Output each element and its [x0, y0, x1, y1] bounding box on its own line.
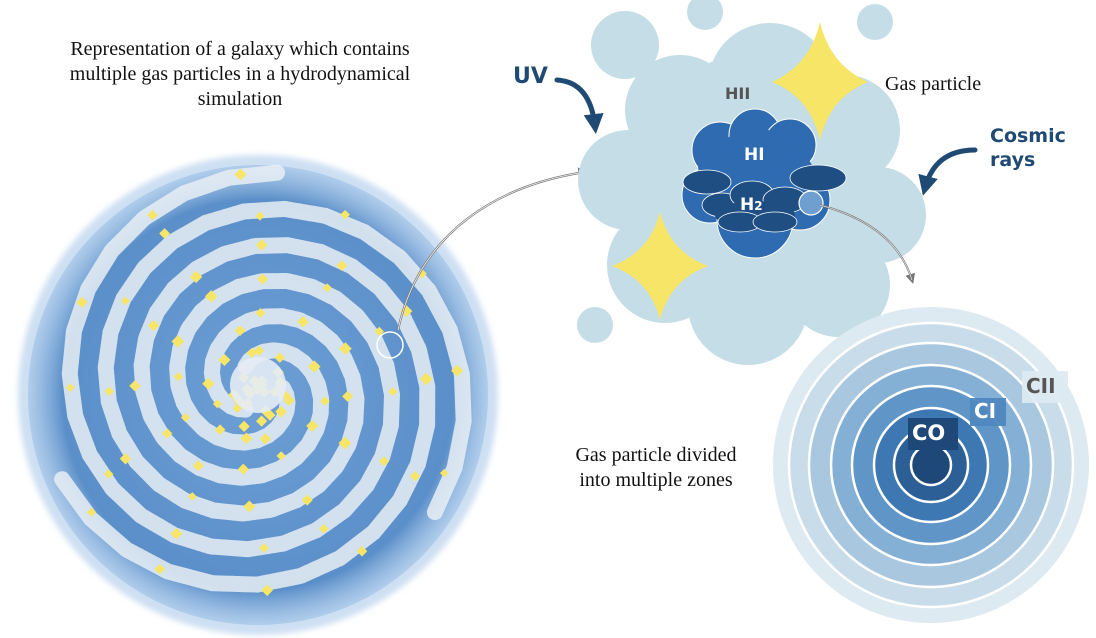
galaxy-star — [410, 471, 421, 482]
cosmic-rays-line1: Cosmic — [990, 125, 1066, 147]
galaxy — [18, 155, 498, 635]
zones-caption-line2: into multiple zones — [579, 469, 733, 491]
galaxy-star — [253, 345, 265, 356]
zone-detail-marker — [798, 190, 824, 216]
cosmic-rays-arrow — [918, 147, 978, 196]
galaxy-star — [257, 273, 269, 285]
galaxy-star — [180, 412, 191, 423]
galaxy-star — [374, 326, 385, 337]
galaxy-core-star — [255, 415, 268, 427]
galaxy-star — [255, 239, 268, 251]
h2-label-main: H — [740, 195, 755, 215]
galaxy-star — [234, 168, 247, 181]
galaxy-star — [202, 377, 215, 390]
galaxy-star — [261, 584, 273, 597]
galaxy-star — [356, 545, 368, 557]
galaxy-core-star — [275, 405, 287, 418]
cii-label: CII — [1026, 374, 1056, 398]
galaxy-star — [204, 290, 218, 303]
galaxy-star — [338, 436, 352, 450]
galaxy-star — [255, 307, 266, 318]
galaxy-star — [255, 211, 265, 221]
galaxy-star — [301, 494, 313, 506]
galaxy-core — [230, 357, 286, 413]
h2-cloud — [682, 164, 847, 233]
zones-caption-line1: Gas particle divided — [575, 444, 737, 466]
galaxy-star — [173, 371, 183, 382]
galaxy-star — [439, 468, 449, 478]
galaxy-star — [218, 353, 231, 366]
galaxy-star — [147, 319, 160, 332]
galaxy-star — [159, 228, 170, 239]
galaxy-star — [342, 390, 354, 402]
hii-label: HII — [725, 84, 751, 103]
galaxy-star — [274, 352, 286, 363]
spiral-arm — [61, 164, 401, 558]
galaxy-star — [187, 492, 197, 501]
galaxy-star — [306, 419, 319, 433]
galaxy-star — [379, 456, 390, 467]
h2-label: H2 — [740, 195, 763, 215]
zone-core — [909, 443, 953, 487]
co-label: CO — [912, 421, 946, 445]
galaxy-star — [318, 523, 329, 534]
galaxy-star — [170, 527, 183, 540]
galaxy-star — [119, 453, 132, 465]
galaxy-star — [147, 209, 158, 221]
gas-particle-cloud — [577, 0, 926, 365]
galaxy-star — [104, 386, 114, 397]
galaxy-star — [419, 372, 433, 386]
galaxy-star — [66, 383, 75, 392]
ci-label: CI — [974, 399, 997, 423]
galaxy-core-star — [264, 409, 276, 421]
galaxy-star — [340, 209, 350, 220]
galaxy-star — [416, 268, 427, 279]
gas-particle-caption: Gas particle — [885, 73, 982, 95]
uv-arrow — [554, 77, 604, 134]
galaxy-core-star — [283, 394, 295, 407]
galaxy-spiral-arms — [54, 164, 472, 593]
galaxy-star — [322, 283, 332, 293]
galaxy-star — [212, 399, 222, 409]
galaxy-star — [129, 380, 141, 392]
cosmic-rays-line2: rays — [990, 149, 1036, 171]
spiral-arm — [97, 200, 472, 522]
galaxy-star — [214, 424, 226, 436]
uv-label: UV — [513, 64, 548, 89]
galaxy-star — [192, 460, 204, 472]
galaxy-star — [297, 316, 309, 328]
galaxy-star — [308, 360, 321, 373]
galaxy-star — [259, 543, 269, 553]
selected-gas-particle-marker — [376, 331, 404, 359]
galaxy-star — [320, 396, 330, 407]
galaxy-star — [259, 433, 271, 445]
galaxy-caption: Representation of a galaxy which contain… — [69, 38, 411, 110]
h2-label-sub: 2 — [754, 199, 763, 213]
galaxy-star — [162, 428, 173, 439]
zones-diagram — [773, 307, 1089, 623]
galaxy-core-star — [238, 420, 250, 433]
star-upper — [772, 22, 868, 140]
galaxy-star — [388, 387, 398, 397]
hi-label: HI — [744, 145, 765, 165]
star-lower — [612, 212, 708, 320]
cosmic-rays-label: Cosmic rays — [990, 124, 1066, 172]
spiral-arm — [54, 237, 436, 593]
galaxy-star — [276, 451, 286, 461]
galaxy-star — [336, 260, 348, 272]
zones-caption: Gas particle divided into multiple zones — [546, 443, 766, 493]
